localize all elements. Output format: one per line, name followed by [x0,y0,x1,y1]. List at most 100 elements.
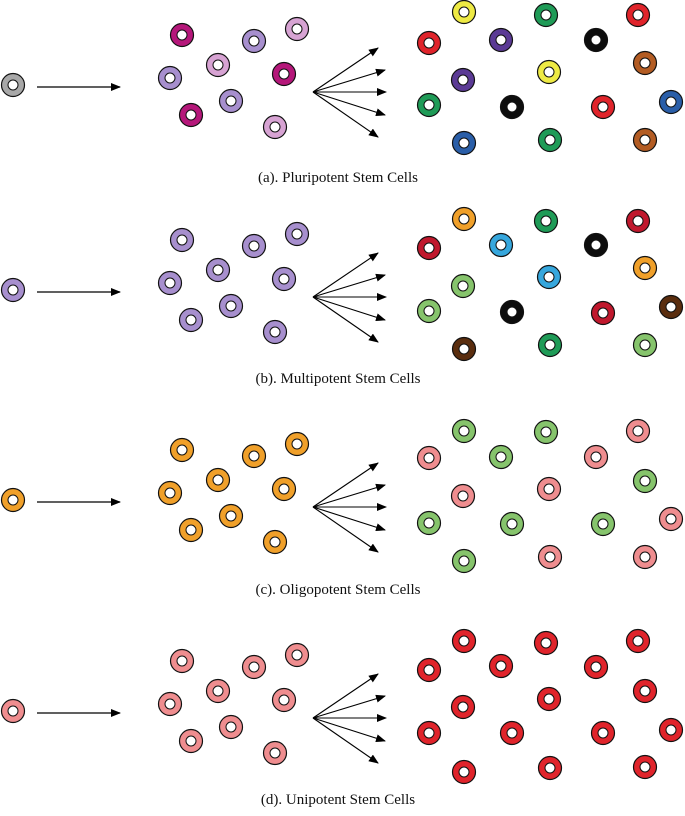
differentiated-cell [625,418,651,444]
differentiated-cell [590,511,616,537]
progenitor-cell [205,52,231,78]
differentiated-cell [488,232,514,258]
progenitor-cell [178,307,204,333]
differentiated-cell [499,720,525,746]
source-stem-cell [0,72,26,98]
progenitor-cell [271,61,297,87]
progenitor-cell [205,257,231,283]
differentiated-cell [451,0,477,25]
progenitor-cell [157,270,183,296]
differentiation-arrow [312,273,386,298]
source-stem-cell [0,277,26,303]
differentiated-cell [451,418,477,444]
differentiated-cell [537,332,563,358]
differentiated-cell [451,336,477,362]
progenitor-cell [284,16,310,42]
differentiation-arrow [312,483,386,508]
differentiated-cell [488,444,514,470]
progenitor-cell [262,319,288,345]
progenitor-cell [284,221,310,247]
panel-pluripotent: (a). Pluripotent Stem Cells [0,0,684,186]
progenitor-cell [169,22,195,48]
differentiated-cell [536,686,562,712]
differentiation-arrow [312,717,379,764]
progenitor-cell [218,503,244,529]
differentiation-arrow [312,673,379,719]
differentiated-cell [632,255,658,281]
differentiated-cell [499,511,525,537]
differentiated-cell [451,628,477,654]
differentiated-cell [537,127,563,153]
progenitor-cell [157,691,183,717]
differentiated-cell [416,30,442,56]
differentiation-arrow [312,506,386,532]
differentiation-arrow [312,68,386,93]
source-stem-cell [0,698,26,724]
differentiation-arrow [312,47,379,93]
differentiated-cell [583,444,609,470]
source-stem-cell [0,487,26,513]
differentiated-cell [416,720,442,746]
differentiated-cell [632,127,658,153]
differentiation-arrow [312,462,379,508]
differentiated-cell [488,653,514,679]
differentiated-cell [658,717,684,743]
differentiation-arrow [312,296,386,322]
differentiated-cell [533,208,559,234]
progenitor-cell [169,648,195,674]
differentiated-cell [632,678,658,704]
differentiated-cell [533,419,559,445]
differentiated-cell [499,299,525,325]
progenitor-cell [241,233,267,259]
progenitor-cell [205,678,231,704]
progenitor-cell [241,443,267,469]
differentiated-cell [590,300,616,326]
differentiated-cell [632,754,658,780]
progenitor-cell [178,517,204,543]
progenitor-cell [157,480,183,506]
progenitor-cell [169,227,195,253]
differentiated-cell [450,694,476,720]
differentiated-cell [450,483,476,509]
progenitor-cell [262,740,288,766]
progenitor-cell [241,28,267,54]
differentiated-cell [499,94,525,120]
differentiation-arrow [312,694,386,719]
progenitor-cell [205,467,231,493]
differentiated-cell [451,759,477,785]
panel-oligopotent: (c). Oligopotent Stem Cells [0,418,684,598]
differentiated-cell [583,27,609,53]
panel-unipotent: (d). Unipotent Stem Cells [0,628,684,808]
differentiated-cell [658,89,684,115]
differentiated-cell [536,59,562,85]
panel-caption: (d). Unipotent Stem Cells [261,792,415,808]
differentiated-cell [658,294,684,320]
differentiated-cell [536,264,562,290]
differentiated-cell [625,2,651,28]
progenitor-cell [241,654,267,680]
differentiation-arrow [312,296,379,343]
panel-caption: (b). Multipotent Stem Cells [256,371,421,387]
differentiated-cell [416,510,442,536]
differentiation-arrow [312,91,386,117]
differentiated-cell [416,445,442,471]
differentiated-cell [590,720,616,746]
differentiated-cell [537,544,563,570]
differentiated-cell [416,657,442,683]
progenitor-cell [218,714,244,740]
differentiated-cell [632,544,658,570]
differentiated-cell [590,94,616,120]
differentiated-cell [632,50,658,76]
progenitor-cell [271,687,297,713]
differentiation-arrow [312,91,379,138]
differentiated-cell [488,27,514,53]
differentiation-arrow [312,506,379,553]
progenitor-cell [271,476,297,502]
progenitor-cell [262,114,288,140]
progenitor-cell [218,293,244,319]
differentiated-cell [450,67,476,93]
progenitor-cell [284,642,310,668]
differentiated-cell [583,232,609,258]
differentiated-cell [416,235,442,261]
